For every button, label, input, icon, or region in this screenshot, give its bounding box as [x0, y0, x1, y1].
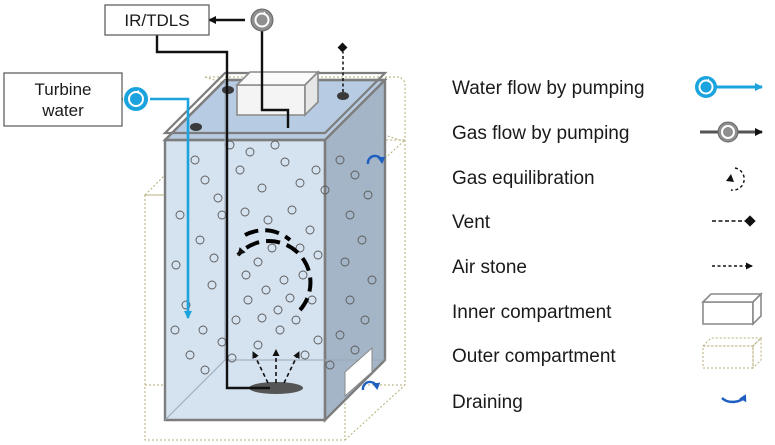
bubble	[295, 178, 305, 188]
gas-equilibration-loop	[236, 228, 313, 312]
lid-ports	[190, 86, 349, 131]
bubble	[335, 330, 345, 340]
legend-gas-pump-icon	[700, 121, 763, 143]
bubble	[253, 257, 263, 267]
bubble	[195, 235, 205, 245]
bubble	[295, 243, 305, 253]
bubble	[298, 270, 308, 280]
bubble	[243, 295, 253, 305]
bubble	[170, 325, 180, 335]
legend-dashed-diamond-line-icon	[712, 215, 756, 227]
bubble	[171, 260, 181, 270]
bubble	[253, 340, 263, 350]
bubble	[320, 185, 330, 195]
bubble	[200, 175, 210, 185]
bubble	[287, 205, 297, 215]
bubble	[311, 165, 321, 175]
bubble	[357, 235, 367, 245]
legend-label-water-flow: Water flow by pumping	[452, 78, 645, 99]
bubble	[175, 210, 185, 220]
bubble	[241, 270, 251, 280]
bubble	[235, 165, 245, 175]
gas-pump-icon	[250, 8, 274, 32]
legend-label-vent: Vent	[452, 212, 491, 233]
bubble	[181, 300, 191, 310]
bubble	[340, 257, 350, 267]
analyzer-box: IR/TDLS	[104, 4, 210, 36]
bubble	[270, 140, 280, 150]
drain-lower	[344, 346, 381, 398]
legend-water-pump-icon	[695, 76, 763, 98]
bubble	[267, 243, 277, 253]
bubble	[198, 325, 208, 335]
bubble	[313, 250, 323, 260]
legend: Water flow by pumping Gas flow by pumpin…	[452, 76, 763, 413]
air-stone	[249, 349, 303, 394]
legend-label-gas-equilibration: Gas equilibration	[452, 168, 595, 189]
bubble	[291, 315, 301, 325]
bubble	[263, 215, 273, 225]
legend-grey-box-icon	[701, 292, 763, 326]
bubble	[279, 275, 289, 285]
legend-label-inner-compartment: Inner compartment	[452, 302, 612, 323]
bubble	[285, 293, 295, 303]
bubble	[231, 315, 241, 325]
bubble	[200, 365, 210, 375]
legend-label-gas-flow: Gas flow by pumping	[452, 123, 629, 144]
inner-lid	[162, 71, 388, 135]
bubble	[209, 253, 219, 263]
bubble	[280, 157, 290, 167]
bubble	[350, 170, 360, 180]
legend-label-outer-compartment: Outer compartment	[452, 346, 616, 367]
bubble	[305, 225, 315, 235]
bubble	[207, 280, 217, 290]
bubble	[325, 360, 335, 370]
turbine-label-line1: Turbine	[34, 80, 91, 99]
bubble	[275, 325, 285, 335]
bubble	[345, 210, 355, 220]
bubble	[345, 295, 355, 305]
bubble	[300, 350, 310, 360]
bubble	[257, 183, 267, 193]
bubble	[360, 315, 370, 325]
bubble	[350, 345, 360, 355]
legend-label-air-stone: Air stone	[452, 257, 527, 278]
legend-label-draining: Draining	[452, 392, 523, 413]
turbine-water-box: Turbine water	[3, 72, 123, 127]
bubble	[367, 275, 377, 285]
legend-dotted-box-icon	[701, 336, 763, 370]
bubble	[273, 305, 283, 315]
bubble	[213, 193, 223, 203]
bubble	[313, 335, 323, 345]
turbine-label-line2: water	[41, 101, 84, 120]
bubble	[257, 313, 267, 323]
analyzer-label: IR/TDLS	[124, 11, 189, 30]
water-pump-icon	[124, 87, 148, 111]
drain-upper	[366, 154, 386, 165]
legend-curved-arrow-icon	[721, 394, 747, 404]
bubble	[240, 207, 250, 217]
bubble	[261, 285, 271, 295]
legend-circular-dashed-arrow-icon	[726, 167, 745, 191]
bubble	[245, 147, 255, 157]
bubble	[190, 155, 200, 165]
bubble	[335, 155, 345, 165]
lid-chamber	[235, 70, 320, 117]
bubble	[185, 350, 195, 360]
bubble	[363, 190, 373, 200]
gas-flow-line	[155, 16, 290, 390]
